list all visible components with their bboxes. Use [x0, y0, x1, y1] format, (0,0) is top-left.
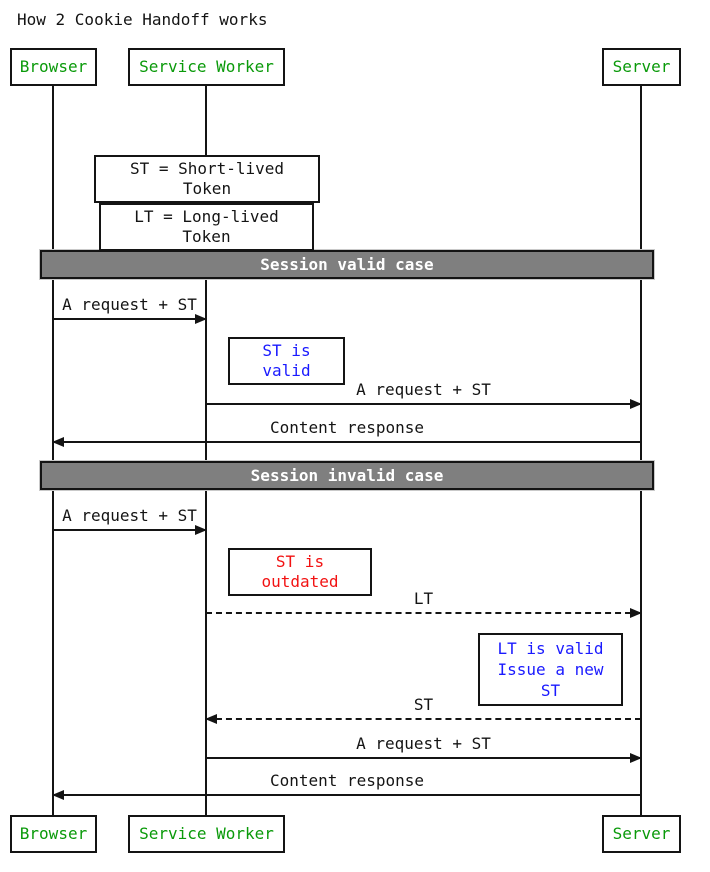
message-request-browser-to-sw-2: A request + ST: [53, 506, 207, 535]
note-st-is-valid: ST is valid: [228, 337, 345, 385]
arrow-line-dashed: [205, 714, 641, 724]
arrowhead-right-icon: [630, 608, 642, 618]
arrow-line: [206, 753, 642, 763]
actor-service-worker-top: Service Worker: [128, 48, 285, 86]
legend-note-st: ST = Short-lived Token: [94, 155, 320, 203]
section-bar-valid: Session valid case: [40, 250, 654, 279]
section-bar-invalid: Session invalid case: [40, 461, 654, 490]
arrowhead-right-icon: [195, 525, 207, 535]
message-label: A request + ST: [62, 295, 197, 314]
message-label: Content response: [269, 418, 425, 437]
actor-server-bottom: Server: [602, 815, 681, 853]
message-lt-sw-to-server: LT: [206, 589, 642, 618]
message-request-sw-to-server-1: A request + ST: [206, 380, 642, 409]
arrow-line: [53, 314, 207, 324]
lifeline-service-worker: [205, 86, 207, 815]
note-st-is-outdated: ST is outdated: [228, 548, 372, 596]
message-label: A request + ST: [356, 380, 491, 399]
message-request-sw-to-server-2: A request + ST: [206, 734, 642, 763]
arrow-line: [53, 525, 207, 535]
arrowhead-left-icon: [205, 714, 217, 724]
note-lt-is-valid: LT is valid Issue a new ST: [478, 633, 623, 706]
message-content-response-2: Content response: [52, 771, 641, 800]
arrow-line: [52, 790, 641, 800]
arrowhead-left-icon: [52, 437, 64, 447]
arrowhead-right-icon: [630, 753, 642, 763]
message-label: Content response: [269, 771, 425, 790]
message-content-response-1: Content response: [52, 418, 641, 447]
message-label: A request + ST: [62, 506, 197, 525]
message-st-server-to-sw: ST: [205, 695, 641, 724]
arrowhead-right-icon: [195, 314, 207, 324]
arrowhead-right-icon: [630, 399, 642, 409]
legend-note-lt: LT = Long-lived Token: [99, 203, 314, 251]
message-label: LT: [413, 589, 434, 608]
actor-browser-top: Browser: [10, 48, 97, 86]
message-label: ST: [413, 695, 434, 714]
arrowhead-left-icon: [52, 790, 64, 800]
arrow-line: [206, 399, 642, 409]
arrow-line: [52, 437, 641, 447]
lifeline-browser: [52, 86, 54, 815]
arrow-line-dashed: [206, 608, 642, 618]
actor-server-top: Server: [602, 48, 681, 86]
message-request-browser-to-sw-1: A request + ST: [53, 295, 207, 324]
message-label: A request + ST: [356, 734, 491, 753]
diagram-title: How 2 Cookie Handoff works: [17, 10, 268, 29]
actor-browser-bottom: Browser: [10, 815, 97, 853]
lifeline-server: [640, 86, 642, 815]
actor-service-worker-bottom: Service Worker: [128, 815, 285, 853]
